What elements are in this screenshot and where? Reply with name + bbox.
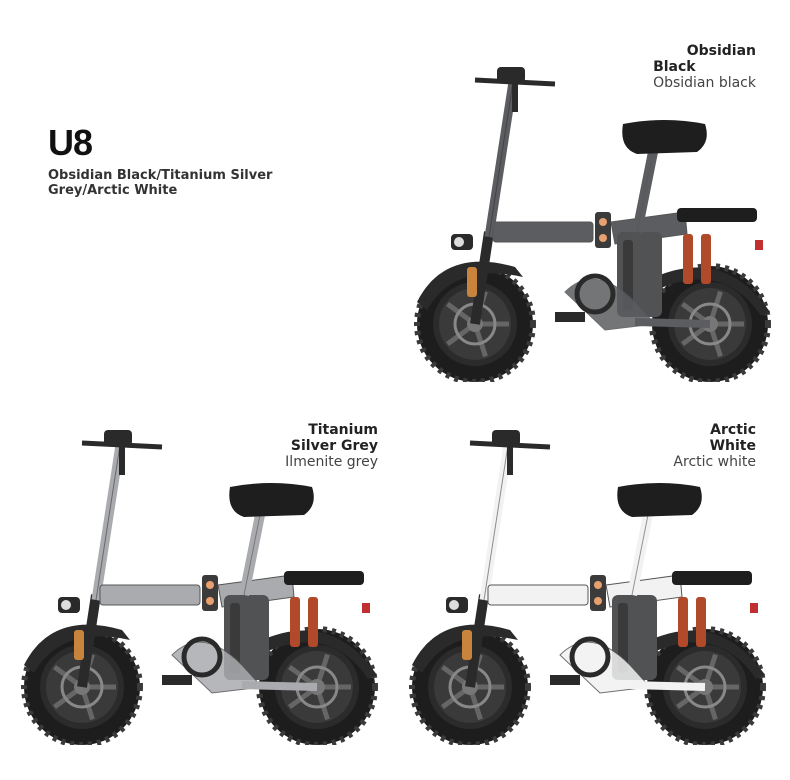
variant-label-titanium: Titanium Silver Grey Ilmenite grey	[285, 422, 378, 470]
variant-label-obsidian: Obsidian Black Obsidian black	[653, 43, 756, 91]
color-options-text: Obsidian Black/Titanium Silver Grey/Arct…	[48, 168, 273, 198]
variant-alt-name: Ilmenite grey	[285, 454, 378, 470]
variant-name-line2: White	[709, 438, 756, 454]
variant-alt-name: Arctic white	[673, 454, 756, 470]
variant-alt-name: Obsidian black	[653, 75, 756, 91]
variant-name-line1: Titanium	[308, 422, 378, 438]
bike-image-arctic	[409, 430, 766, 745]
variant-name-line1: Obsidian	[686, 43, 756, 59]
bike-image-obsidian	[414, 67, 771, 382]
variant-name-line1: Arctic	[710, 422, 756, 438]
model-title: U8	[48, 122, 93, 163]
variant-label-arctic: Arctic White Arctic white	[673, 422, 756, 470]
variant-name-line2: Black	[653, 59, 696, 75]
variant-name-line2: Silver Grey	[290, 438, 378, 454]
bike-image-titanium	[21, 430, 378, 745]
